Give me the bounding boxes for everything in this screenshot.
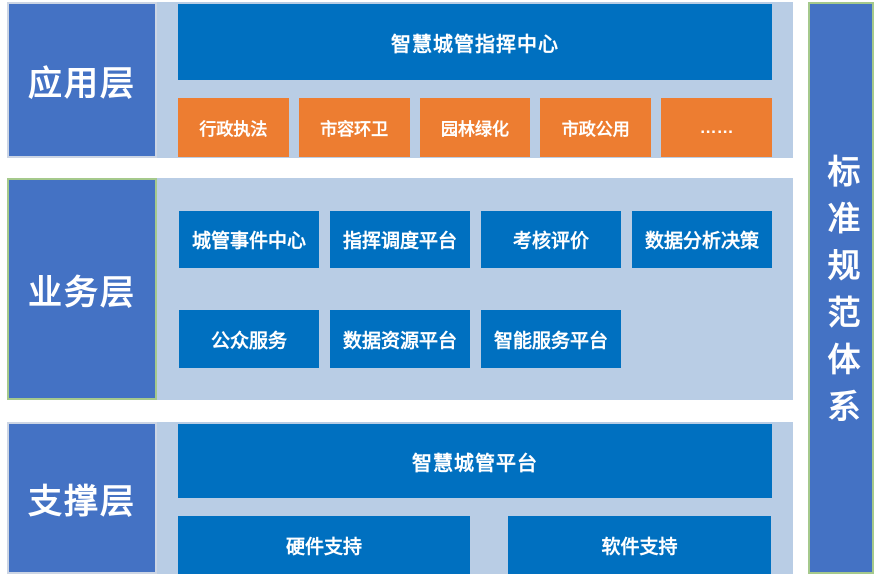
application-module-box: 市政公用	[540, 98, 652, 157]
support-module-box: 软件支持	[508, 516, 771, 574]
business-module-box: 考核评价	[481, 211, 621, 268]
standards-system-bar: 标准规范体系	[808, 2, 874, 574]
business-module-box: 智能服务平台	[481, 310, 621, 368]
application-modules-row: 行政执法市容环卫园林绿化市政公用……	[178, 98, 772, 157]
business-module-box: 数据分析决策	[632, 211, 772, 268]
layer-label-business: 业务层	[7, 178, 157, 400]
application-main-box: 智慧城管指挥中心	[178, 4, 772, 80]
application-layer-strip: 智慧城管指挥中心 行政执法市容环卫园林绿化市政公用……	[157, 2, 793, 158]
support-modules-row: 硬件支持软件支持	[178, 516, 772, 574]
business-module-box: 城管事件中心	[179, 211, 319, 268]
support-layer-strip: 智慧城管平台 硬件支持软件支持	[157, 422, 793, 574]
support-module-box: 硬件支持	[178, 516, 470, 574]
application-module-box: ……	[661, 98, 772, 157]
standards-system-label: 标准规范体系	[823, 154, 860, 436]
business-module-box: 指挥调度平台	[330, 211, 470, 268]
application-module-box: 行政执法	[178, 98, 289, 157]
business-module-box: 公众服务	[179, 310, 319, 368]
business-modules-row-1: 城管事件中心指挥调度平台考核评价数据分析决策	[179, 211, 773, 268]
layer-label-application: 应用层	[7, 2, 157, 158]
application-module-box: 园林绿化	[419, 98, 531, 157]
business-layer-strip: 城管事件中心指挥调度平台考核评价数据分析决策 公众服务数据资源平台智能服务平台	[157, 178, 793, 400]
business-module-box: 数据资源平台	[330, 310, 470, 368]
business-modules-row-2: 公众服务数据资源平台智能服务平台	[179, 310, 773, 368]
application-module-box: 市容环卫	[298, 98, 410, 157]
support-main-box: 智慧城管平台	[178, 424, 772, 498]
layer-label-support: 支撑层	[7, 422, 157, 574]
